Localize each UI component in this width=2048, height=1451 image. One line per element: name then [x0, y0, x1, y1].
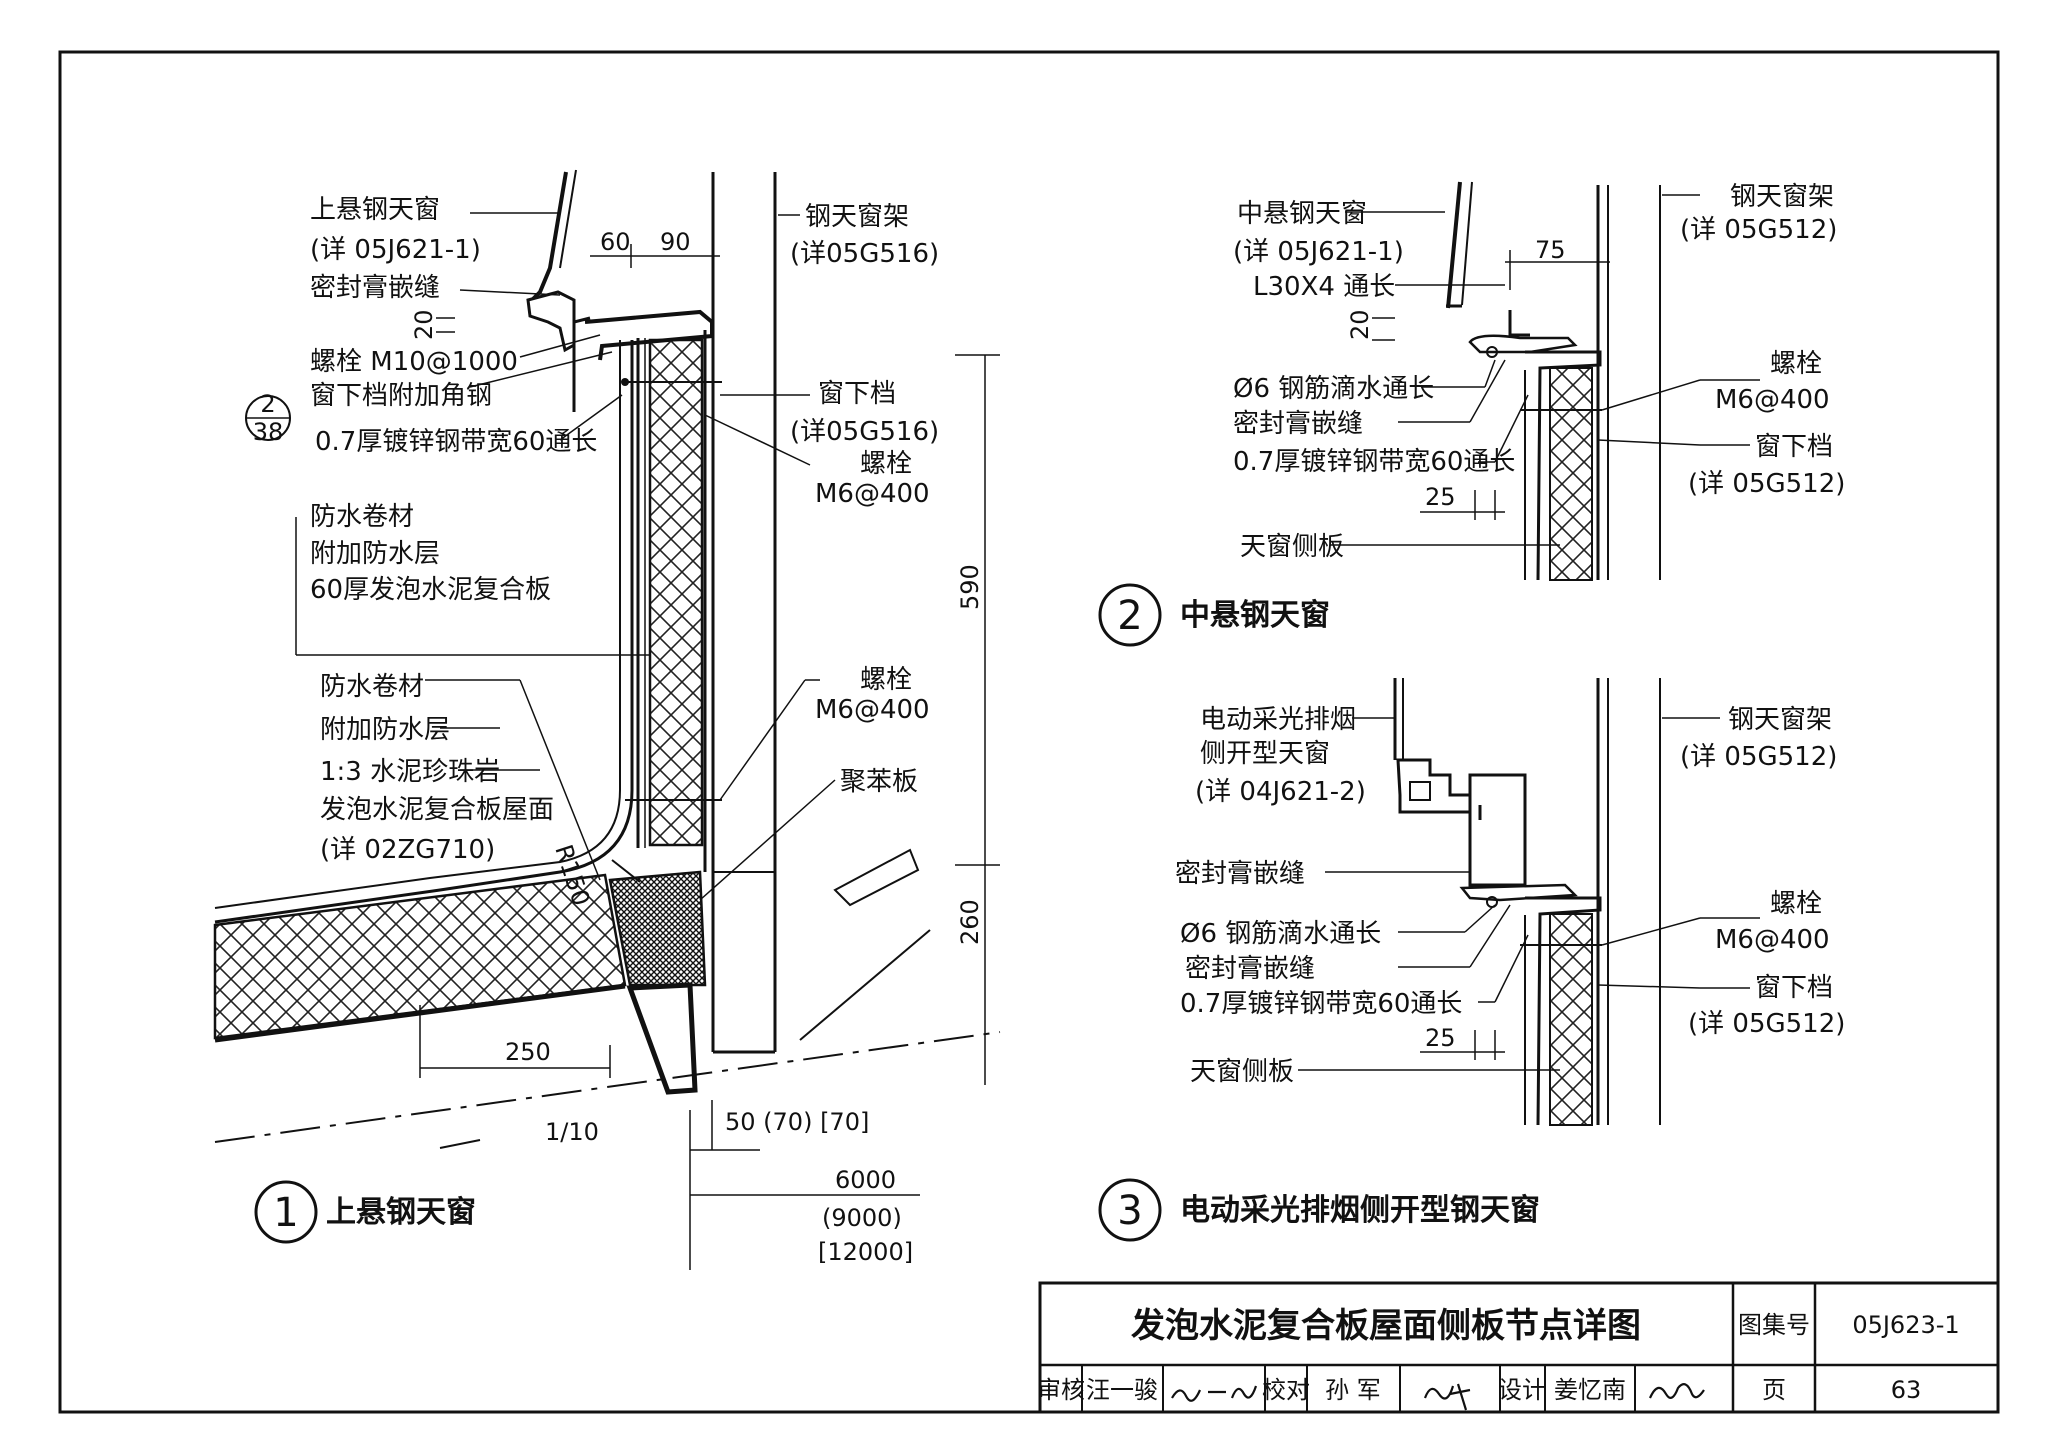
d1-roof-label: 发泡水泥复合板屋面 — [320, 795, 554, 825]
check-label: 校对 — [1262, 1376, 1310, 1404]
d1-sill-angle-label: 窗下档附加角钢 — [310, 381, 492, 411]
page-label: 页 — [1762, 1376, 1786, 1404]
d2-frame-ref: (详 05G512) — [1680, 215, 1837, 245]
d1-extra-layer-b-label: 附加防水层 — [320, 715, 450, 745]
d1-dim-12000: [12000] — [818, 1238, 913, 1266]
designer-signature — [1648, 1383, 1705, 1399]
detail1-title: 上悬钢天窗 — [326, 1195, 476, 1230]
d1-membrane-a-label: 防水卷材 — [310, 502, 414, 532]
designer-name: 姜忆南 — [1554, 1376, 1626, 1404]
d1-bolt-label: 螺栓 — [860, 449, 912, 479]
d1-window-label: 上悬钢天窗 — [310, 195, 440, 225]
d1-dim-6000: 6000 — [835, 1166, 896, 1194]
d2-bolt-label: 螺栓 — [1770, 349, 1822, 379]
d1-dim-9000: (9000) — [822, 1204, 902, 1232]
d1-frame-label: 钢天窗架 — [805, 202, 909, 232]
review-label: 审核 — [1037, 1376, 1085, 1404]
d3-sill-ref: (详 05G512) — [1688, 1009, 1845, 1039]
d2-strip-label: 0.7厚镀锌钢带宽60通长 — [1233, 447, 1515, 477]
d3-sealant-top-label: 密封膏嵌缝 — [1175, 859, 1305, 889]
design-label: 设计 — [1498, 1376, 1546, 1404]
page-number: 63 — [1891, 1376, 1922, 1404]
d2-bolt-value: M6@400 — [1715, 385, 1830, 415]
d1-strip-label: 0.7厚镀锌钢带宽60通长 — [315, 427, 597, 457]
d1-dim-20: 20 — [410, 309, 438, 340]
atlas-number: 05J623-1 — [1852, 1311, 1959, 1339]
d1-bolt-m10-label: 螺栓 M10@1000 — [310, 347, 518, 377]
d2-sill-label: 窗下档 — [1755, 432, 1833, 462]
detail3-title: 电动采光排烟侧开型钢天窗 — [1180, 1193, 1540, 1228]
d1-perlite-label: 1:3 水泥珍珠岩 — [320, 757, 500, 787]
d1-bolt2-value: M6@400 — [815, 695, 930, 725]
d2-dim-20: 20 — [1346, 309, 1374, 340]
d1-polystyrene-label: 聚苯板 — [840, 767, 918, 797]
d1-dim-60: 60 — [600, 228, 631, 256]
detail2-title: 中悬钢天窗 — [1180, 598, 1330, 633]
d3-strip-label: 0.7厚镀锌钢带宽60通长 — [1180, 989, 1462, 1019]
reviewer-signature — [1171, 1385, 1258, 1402]
d3-window-label-a: 电动采光排烟 — [1200, 705, 1356, 735]
drawing-title: 发泡水泥复合板屋面侧板节点详图 — [1131, 1306, 1641, 1346]
d1-dim-50: 50 (70) [70] — [725, 1108, 869, 1136]
d2-dim-75: 75 — [1535, 236, 1566, 264]
d2-drip-label: Ø6 钢筋滴水通长 — [1233, 374, 1434, 404]
checker-signature — [1423, 1383, 1471, 1411]
d1-dim-590: 590 — [956, 564, 984, 610]
d3-sill-label: 窗下档 — [1755, 973, 1833, 1003]
detail2-number: 2 — [1117, 593, 1142, 639]
detail1-number: 1 — [273, 1190, 298, 1236]
d3-bolt-label: 螺栓 — [1770, 889, 1822, 919]
d3-bolt-value: M6@400 — [1715, 925, 1830, 955]
d3-side-panel-label: 天窗侧板 — [1190, 1057, 1294, 1087]
d1-extra-layer-a-label: 附加防水层 — [310, 539, 440, 569]
d1-membrane-b-label: 防水卷材 — [320, 672, 424, 702]
d1-panel60-label: 60厚发泡水泥复合板 — [310, 575, 551, 605]
d2-side-panel-label: 天窗侧板 — [1240, 532, 1344, 562]
d2-dim-25: 25 — [1425, 483, 1456, 511]
d2-sealant-label: 密封膏嵌缝 — [1233, 409, 1363, 439]
d1-roof-ref: (详 02ZG710) — [320, 835, 495, 865]
d2-frame-label: 钢天窗架 — [1730, 182, 1834, 212]
d3-frame-ref: (详 05G512) — [1680, 742, 1837, 772]
reviewer-name: 汪一骏 — [1086, 1376, 1158, 1404]
d3-sealant-label: 密封膏嵌缝 — [1185, 954, 1315, 984]
d3-frame-label: 钢天窗架 — [1728, 705, 1832, 735]
detail3-number: 3 — [1117, 1188, 1142, 1234]
title-block: 发泡水泥复合板屋面侧板节点详图 图集号 05J623-1 审核 汪一骏 校对 孙… — [1037, 1281, 2000, 1414]
d1-window-ref: (详 05J621-1) — [310, 235, 481, 265]
d3-dim-25: 25 — [1425, 1024, 1456, 1052]
atlas-label: 图集号 — [1738, 1311, 1810, 1339]
d1-frame-ref: (详05G516) — [790, 239, 939, 269]
d1-sealant-label: 密封膏嵌缝 — [310, 273, 440, 303]
d2-window-label: 中悬钢天窗 — [1237, 199, 1367, 229]
d1-dim-250: 250 — [505, 1038, 551, 1066]
d3-window-ref: (详 04J621-2) — [1195, 777, 1366, 807]
detail1-ref-bottom: 38 — [253, 418, 284, 446]
d2-window-ref: (详 05J621-1) — [1233, 237, 1404, 267]
d1-dim-90: 90 — [660, 228, 691, 256]
detail-3: 电动采光排烟 侧开型天窗 (详 04J621-2) 密封膏嵌缝 Ø6 钢筋滴水通… — [1098, 678, 1845, 1242]
d1-dim-260: 260 — [956, 899, 984, 945]
d2-sill-ref: (详 05G512) — [1688, 469, 1845, 499]
checker-name: 孙 军 — [1325, 1376, 1381, 1404]
d1-sill-ref: (详05G516) — [790, 417, 939, 447]
detail1-ref-top: 2 — [260, 390, 275, 418]
detail-1: 2 38 上悬钢天窗 (详 05J621-1) 密封膏嵌缝 螺栓 M10@100… — [213, 169, 1001, 1270]
d1-bolt2-label: 螺栓 — [860, 665, 912, 695]
d1-slope: 1/10 — [545, 1118, 599, 1146]
sheet-border — [58, 50, 2000, 1414]
d3-drip-label: Ø6 钢筋滴水通长 — [1180, 919, 1381, 949]
d1-sill-label: 窗下档 — [818, 379, 896, 409]
d2-angle-label: L30X4 通长 — [1253, 272, 1395, 302]
d3-window-label-b: 侧开型天窗 — [1200, 739, 1330, 769]
detail-2: 中悬钢天窗 (详 05J621-1) L30X4 通长 Ø6 钢筋滴水通长 密封… — [1098, 181, 1845, 647]
d1-bolt-value: M6@400 — [815, 479, 930, 509]
